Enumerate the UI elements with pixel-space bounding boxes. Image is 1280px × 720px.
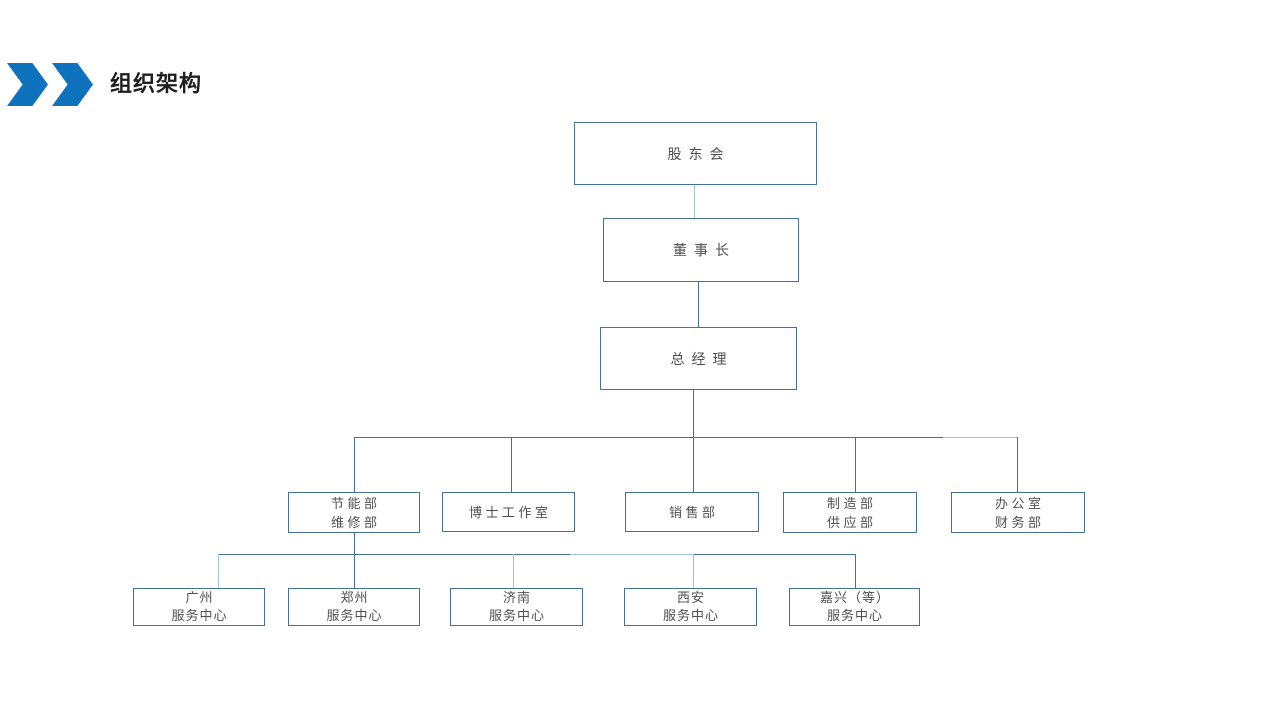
connector-drop-office [1017, 437, 1019, 492]
org-node-jiaxing-service-center: 嘉兴（等） 服务中心 [789, 588, 920, 626]
org-node-label: 供应部 [826, 514, 877, 530]
org-node-energy-maintenance-dept: 节能部 维修部 [288, 492, 420, 533]
chevron-icon [52, 63, 93, 106]
connector-drop-manufacturing [855, 437, 857, 492]
org-node-label: 董事长 [673, 242, 736, 258]
chevron-icon [7, 63, 48, 106]
org-node-general-manager: 总经理 [600, 327, 797, 390]
page-title: 组织架构 [110, 71, 203, 96]
connector-drop-guangzhou [218, 554, 220, 588]
org-node-label: 财务部 [994, 514, 1045, 530]
connector-drop-xian [693, 554, 695, 588]
connector-level5-bus-light-segment [570, 554, 693, 556]
org-node-sales-dept: 销售部 [625, 492, 759, 532]
org-node-label: 节能部 [330, 495, 381, 511]
connector-level5-bus [218, 554, 855, 556]
org-node-label: 郑州 [340, 590, 369, 605]
org-node-label: 服务中心 [171, 608, 228, 623]
org-node-xian-service-center: 西安 服务中心 [624, 588, 757, 626]
org-node-chairman: 董事长 [603, 218, 799, 282]
org-node-label: 西安 [676, 590, 705, 605]
connector-level4-bus [354, 437, 1018, 439]
org-node-label: 嘉兴（等） [819, 590, 890, 605]
connector-drop-doctor-studio [511, 437, 513, 492]
org-node-label: 广州 [185, 590, 214, 605]
org-node-jinan-service-center: 济南 服务中心 [450, 588, 583, 626]
connector-chairman-gm [698, 282, 700, 327]
org-node-office-finance-dept: 办公室 财务部 [951, 492, 1085, 533]
org-node-label: 博士工作室 [468, 504, 552, 520]
org-node-label: 济南 [502, 590, 531, 605]
org-node-label: 制造部 [826, 495, 877, 511]
connector-level4-bus-light-segment [943, 437, 1017, 439]
org-node-label: 总经理 [670, 350, 734, 367]
connector-drop-energy-dept [354, 437, 356, 492]
connector-root-chairman [694, 185, 696, 218]
org-node-shareholders: 股东会 [574, 122, 817, 185]
org-node-label: 办公室 [994, 495, 1045, 511]
org-node-manufacturing-supply-dept: 制造部 供应部 [783, 492, 917, 533]
connector-energy-to-zhengzhou [354, 533, 356, 588]
org-node-label: 维修部 [330, 514, 381, 530]
org-node-doctor-studio: 博士工作室 [442, 492, 575, 532]
org-node-label: 销售部 [668, 504, 719, 520]
org-node-label: 服务中心 [826, 608, 883, 623]
connector-drop-jiaxing [855, 554, 857, 588]
org-node-label: 服务中心 [488, 608, 545, 623]
connector-drop-jinan [513, 554, 515, 588]
org-node-guangzhou-service-center: 广州 服务中心 [133, 588, 265, 626]
org-node-label: 服务中心 [326, 608, 383, 623]
org-node-label: 股东会 [667, 145, 731, 162]
org-node-label: 服务中心 [662, 608, 719, 623]
org-node-zhengzhou-service-center: 郑州 服务中心 [288, 588, 420, 626]
connector-gm-sales [693, 390, 695, 492]
